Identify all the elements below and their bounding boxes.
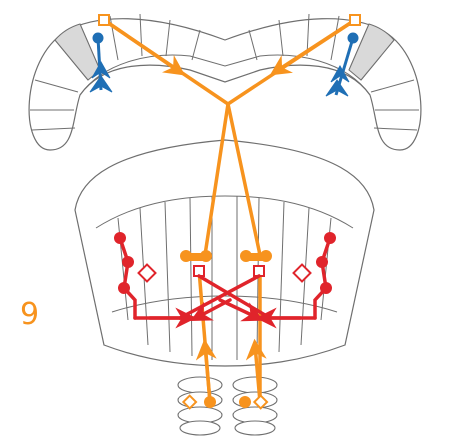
middle-fan-structure (74, 139, 375, 367)
blue-neuron-left (89, 32, 113, 93)
blue-neuron-right (325, 32, 359, 97)
orange-pathway (102, 18, 357, 404)
red-pathway (118, 236, 332, 329)
panel-label: 9 (20, 297, 40, 332)
red-nodes (114, 232, 336, 294)
upper-arch-structure (28, 13, 422, 151)
orange-terminals (98, 14, 361, 410)
